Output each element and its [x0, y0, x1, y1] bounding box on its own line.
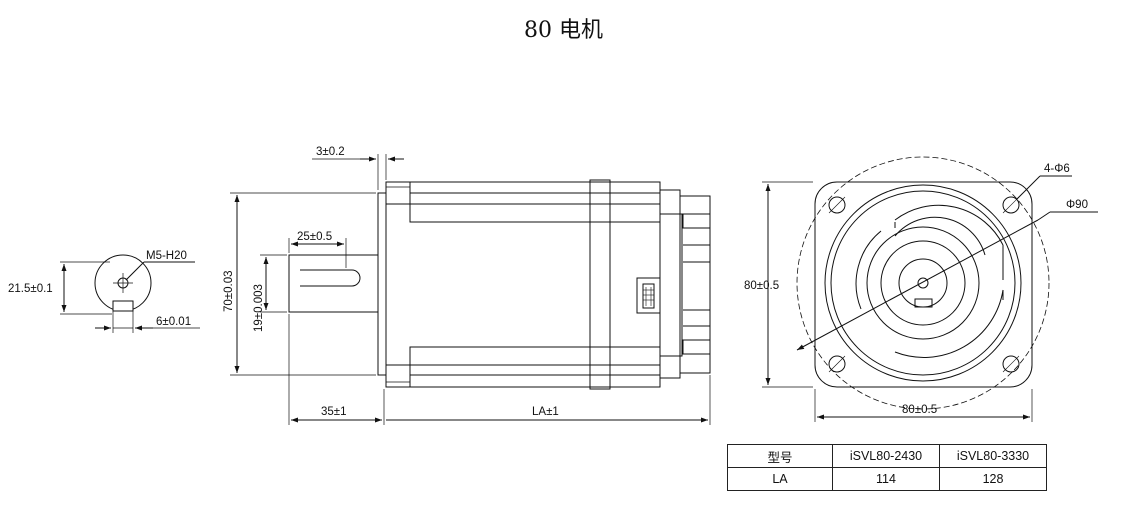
page-title: 80 电机 [524, 18, 603, 43]
table-header-cell: iSVL80-2430 [832, 444, 940, 468]
pitch-circle [796, 156, 1050, 410]
label-keyway-length: 25±0.5 [297, 231, 332, 243]
shaft [288, 254, 379, 313]
bolt-hole-br [1002, 355, 1020, 373]
spec-table: 型号 iSVL80-2430 iSVL80-3330 LA 114 128 [727, 444, 1047, 491]
body-main [385, 203, 661, 366]
table-header-cell: iSVL80-3330 [939, 444, 1047, 468]
label-shaft-height: 21.5±0.1 [8, 283, 53, 295]
body-band-2 [659, 189, 681, 379]
flange [377, 192, 387, 376]
keyway [300, 269, 361, 287]
encoder-connector [636, 277, 661, 314]
label-pitch-circle: Φ90 [1066, 199, 1088, 211]
square-flange [814, 181, 1033, 388]
body-lower-block [385, 364, 411, 388]
encoder-housing [679, 195, 711, 374]
table-cell: LA [727, 467, 833, 491]
table-header-cell: 型号 [727, 444, 833, 468]
label-flange-height: 80±0.5 [744, 280, 779, 292]
table-cell: 128 [939, 467, 1047, 491]
bolt-hole-bl [828, 355, 846, 373]
body-band-1 [589, 179, 611, 390]
label-shaft-end-thread: M5-H20 [146, 250, 187, 262]
shaft-end-view [60, 254, 200, 333]
table-row: LA 114 128 [727, 467, 1047, 491]
label-shaft-diameter: 19±0.003 [253, 284, 265, 332]
label-flange-thickness: 3±0.2 [316, 146, 345, 158]
bolt-hole-tr [1002, 196, 1020, 214]
label-spigot-diameter: 70±0.03 [223, 271, 235, 313]
label-flange-width: 80±0.5 [902, 404, 937, 416]
label-body-length: LA±1 [532, 406, 559, 418]
label-shaft-length: 35±1 [321, 406, 347, 418]
table-cell: 114 [832, 467, 940, 491]
bolt-hole-tl [828, 196, 846, 214]
table-header-row: 型号 iSVL80-2430 iSVL80-3330 [727, 444, 1047, 468]
motor-front-view [762, 156, 1098, 422]
label-key-width: 6±0.01 [156, 316, 191, 328]
key-rect [112, 300, 134, 312]
label-mounting-holes: 4-Φ6 [1044, 163, 1070, 175]
body-upper-block [385, 181, 411, 205]
motor-side-view [230, 154, 711, 425]
